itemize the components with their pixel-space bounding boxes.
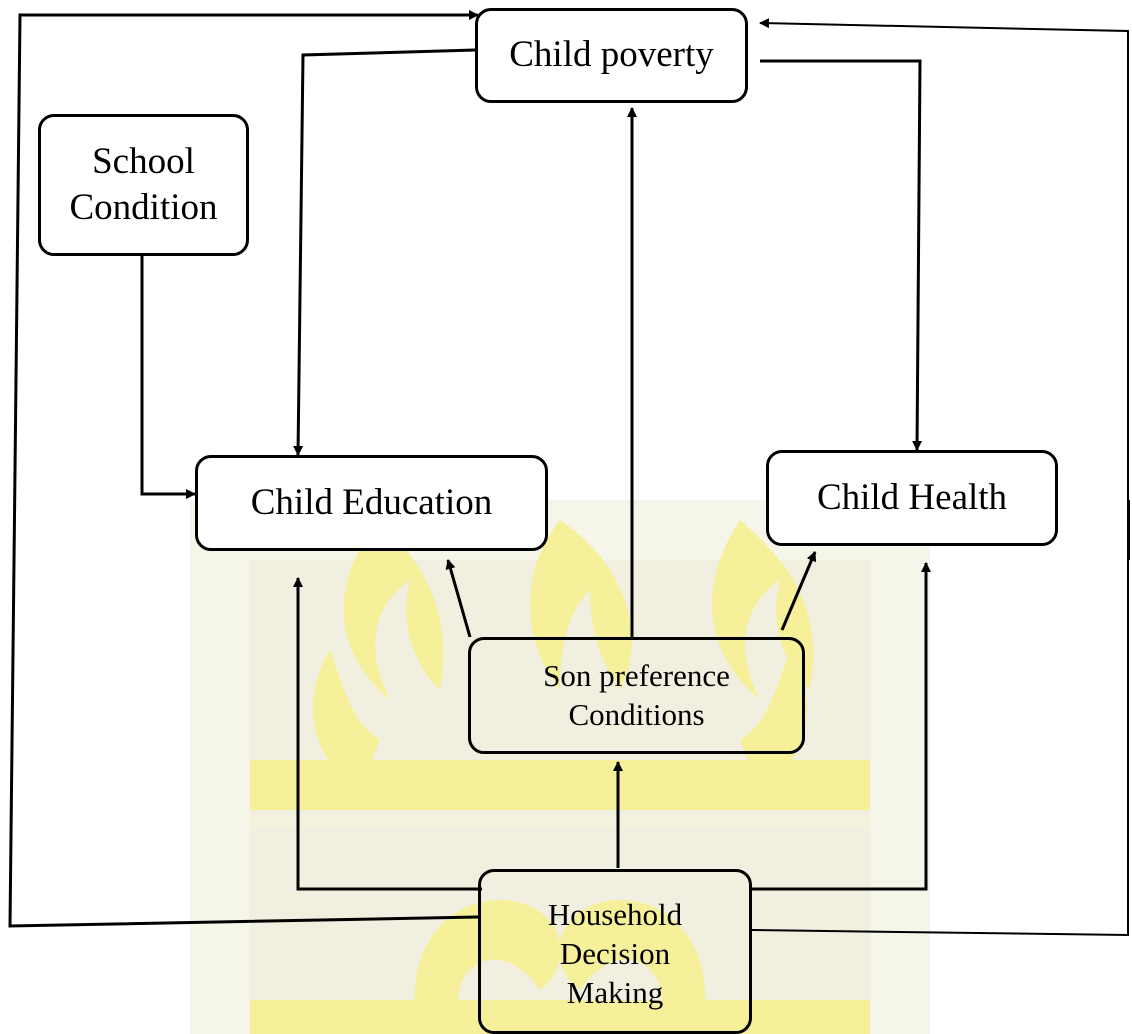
node-household-decision: Household Decision Making bbox=[478, 869, 752, 1034]
node-child-health: Child Health bbox=[766, 450, 1058, 546]
edge-household-to-poverty-right bbox=[751, 18, 1129, 937]
node-son-preference: Son preference Conditions bbox=[468, 637, 805, 754]
node-school-condition: School Condition bbox=[38, 114, 249, 256]
edge-son-to-health bbox=[780, 551, 817, 631]
edge-poverty-to-health bbox=[760, 59, 923, 451]
node-child-health-label: Child Health bbox=[816, 476, 1008, 518]
edge-poverty-to-education bbox=[293, 48, 476, 456]
node-child-education-label: Child Education bbox=[250, 481, 493, 523]
node-son-preference-label: Son preference Conditions bbox=[543, 657, 730, 732]
node-child-education: Child Education bbox=[195, 455, 548, 551]
edge-school-to-education bbox=[140, 255, 196, 499]
node-child-poverty: Child poverty bbox=[475, 8, 748, 103]
edge-household-to-education bbox=[293, 577, 482, 891]
node-school-condition-label: School Condition bbox=[69, 140, 218, 228]
node-household-decision-label: Household Decision Making bbox=[547, 897, 683, 1010]
edge-son-to-education bbox=[445, 559, 472, 638]
node-child-poverty-label: Child poverty bbox=[509, 34, 714, 76]
edge-household-to-poverty-left bbox=[8, 10, 479, 928]
edge-household-to-health bbox=[752, 562, 931, 891]
